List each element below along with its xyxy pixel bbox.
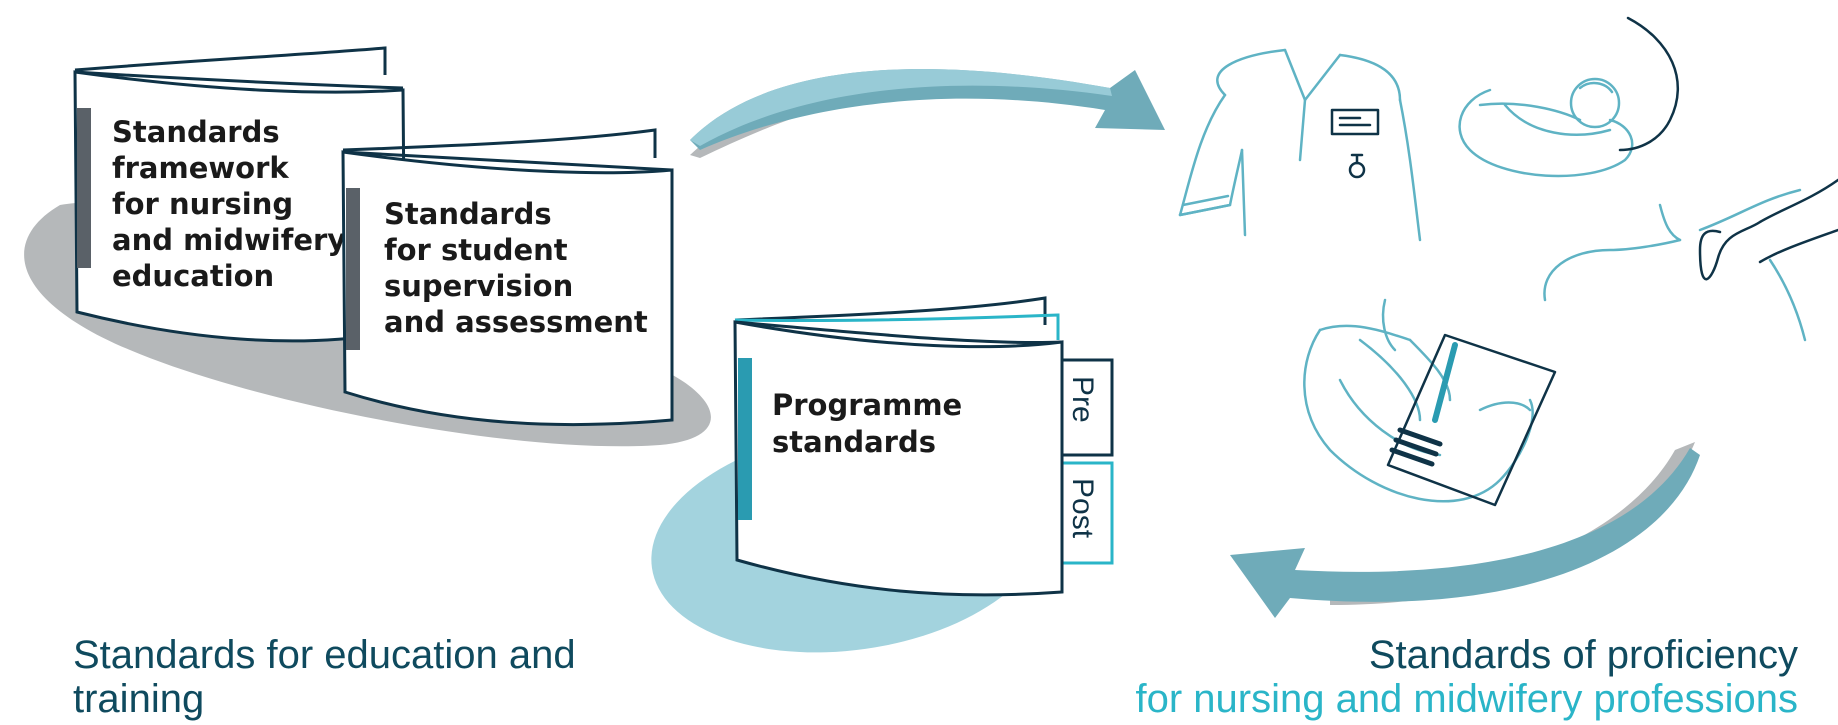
patient-icon [1543,178,1838,342]
book-spine [346,188,360,350]
caption-proficiency: Standards of proficiency for nursing and… [898,633,1798,721]
book-title-line: supervision [384,269,573,303]
book-title-line: Standards [112,115,280,149]
tab-post-label: Post [1066,478,1099,539]
baby-icon [1458,16,1680,178]
book-title-line: framework [112,151,289,185]
curved-arrow-icon [1230,442,1700,618]
nurse-uniform-icon [1178,48,1422,242]
caption-education-training: Standards for education and training [73,633,576,721]
book-framework: Standards framework for nursing and midw… [73,46,407,343]
tab-pre-label: Pre [1066,376,1099,423]
tab-pre [1058,358,1114,457]
book-title-line: and midwifery [112,223,346,257]
curved-arrow-icon [690,69,1165,158]
book-title-line: standards [772,425,936,459]
book-title-line: education [112,259,274,293]
book-title-line: Standards [384,197,552,231]
book-title-line: and assessment [384,305,648,339]
book-supervision: Standards for student supervision and as… [341,128,674,427]
book-spine [77,108,91,268]
book-programme: Pre Post Programme standards [733,296,1114,597]
book-title-line: for nursing [112,187,293,221]
person-reading-icon [1303,298,1557,507]
book-title-line: Programme [772,388,962,422]
book-title-line: for student [384,233,568,267]
caption-proficiency-main: Standards of proficiency [1368,633,1798,677]
caption-proficiency-sub: for nursing and midwifery professions [1135,677,1798,721]
tab-post [1058,461,1114,565]
book-spine [738,358,752,520]
